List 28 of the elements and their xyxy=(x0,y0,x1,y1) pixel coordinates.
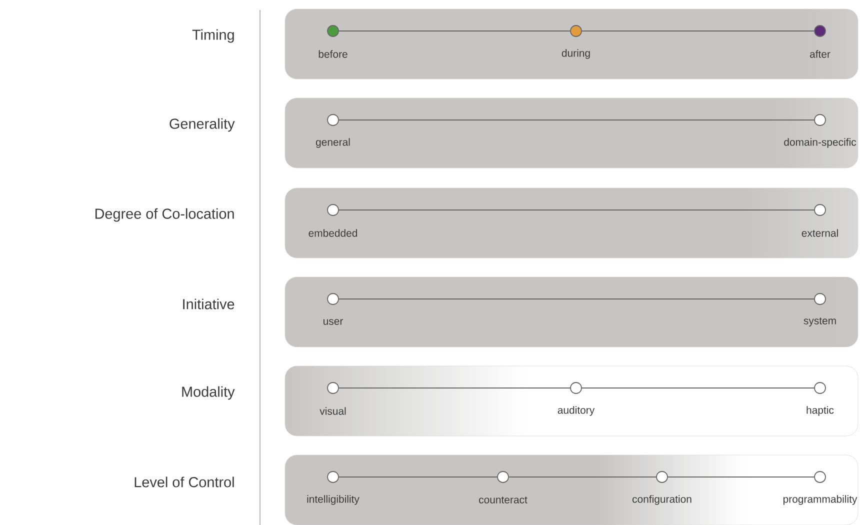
point-label: counteract xyxy=(479,496,528,504)
point-label: before xyxy=(318,50,348,58)
point-label: general xyxy=(316,138,350,148)
point-label: intelligibility xyxy=(307,495,360,505)
category-label: Degree of Co-location xyxy=(95,208,234,222)
scale-line xyxy=(582,30,814,32)
point-label: external xyxy=(802,229,838,237)
point-label: auditory xyxy=(558,406,595,416)
category-label: Modality xyxy=(182,386,235,400)
scale-line xyxy=(508,476,656,478)
category-label: Initiative xyxy=(183,298,234,310)
point-label: programmability xyxy=(783,495,858,505)
scale-line xyxy=(338,476,498,478)
point-label: visual xyxy=(320,407,346,415)
scale-line xyxy=(338,30,570,32)
scale-line xyxy=(338,298,814,300)
point-label: domain-specific xyxy=(784,138,856,148)
point-label: system xyxy=(804,318,836,326)
category-label: Timing xyxy=(192,29,234,43)
point-label: haptic xyxy=(806,406,834,416)
category-label: Level of Control xyxy=(134,476,234,488)
point-label: configuration xyxy=(632,495,692,505)
category-label: Generality xyxy=(170,118,235,132)
point-label: embedded xyxy=(308,229,358,237)
point-label: user xyxy=(324,319,343,325)
point-label: during xyxy=(562,49,590,59)
scale-line xyxy=(668,476,814,478)
point-label: after xyxy=(810,50,830,58)
